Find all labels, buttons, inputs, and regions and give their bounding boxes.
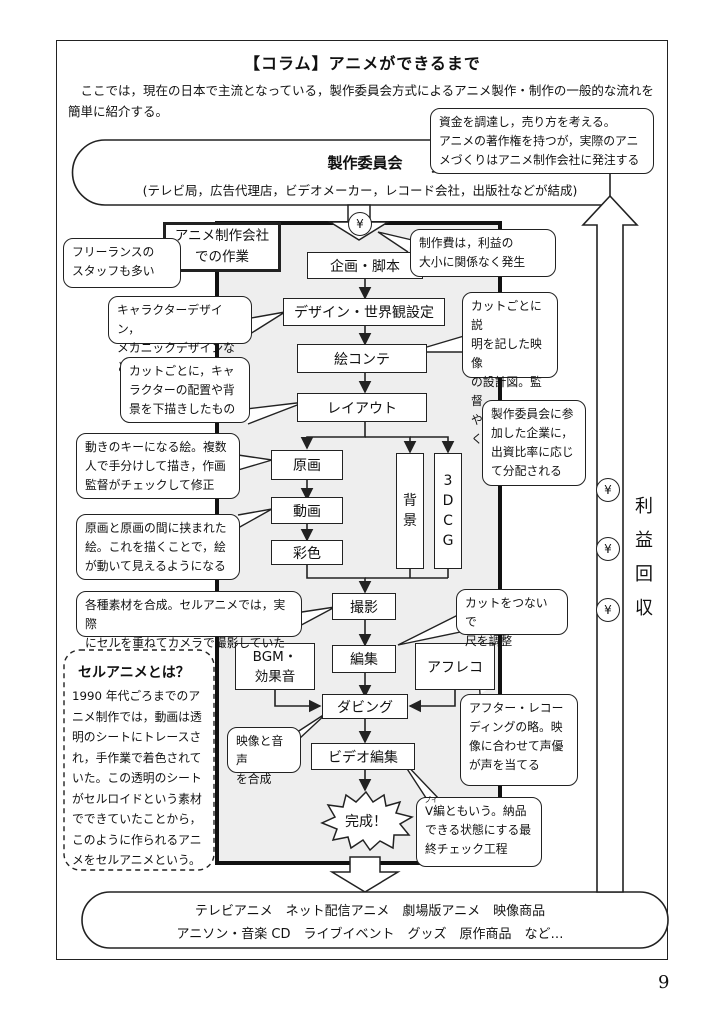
- profit-label: 利 益 回 収: [635, 496, 653, 619]
- step-3dcg: 3 D C G: [434, 453, 462, 569]
- storyboard-note: カットごとに説 明を記した映像 の設計図。監督 や演出家が書く: [462, 292, 558, 446]
- step-afureco: アフレコ: [415, 643, 495, 690]
- page-frame: [56, 40, 668, 960]
- key-animation-note: 動きのキーになる絵。複数 人で手分けして描き，作画 監督がチェックして修正: [76, 433, 240, 499]
- step-storyboard: 絵コンテ: [297, 344, 427, 373]
- step-bgm: BGM・ 効果音: [235, 643, 315, 690]
- step-design: デザイン・世界観設定: [283, 298, 445, 326]
- committee-members: (テレビ局，広告代理店，ビデオメーカー，レコード会社，出版社などが結成): [142, 183, 578, 198]
- afureco-note: アフター・レコー ディングの略。映 像に合わせて声優 が声を当てる: [460, 694, 578, 786]
- step-background: 背 景: [396, 453, 424, 569]
- committee-title: 製作委員会: [327, 154, 403, 172]
- cel-note-frame: [63, 649, 215, 871]
- inbetween-note: 原画と原画の間に挟まれた 絵。これを描くことで，絵 が動いて見えるようになる: [76, 514, 240, 580]
- money-bag-icon: ¥: [348, 212, 372, 236]
- step-layout: レイアウト: [297, 393, 427, 422]
- page-number: 9: [658, 972, 670, 993]
- step-coloring: 彩色: [271, 540, 343, 565]
- output-band: [81, 891, 669, 949]
- step-dubbing: ダビング: [322, 694, 408, 719]
- dubbing-note: 映像と音声 を合成: [227, 727, 301, 786]
- design-note: キャラクターデザイン， メカニックデザインなど: [108, 296, 252, 374]
- step-planning: 企画・脚本: [307, 252, 423, 279]
- cost-note: 制作費は，利益の 大小に関係なく発生: [410, 229, 556, 277]
- committee-note: 資金を調達し，売り方を考える。 アニメの著作権を持つが，実際のアニメづくりはアニ…: [430, 108, 654, 174]
- step-inbetween: 動画: [271, 497, 343, 524]
- cel-note-body: 1990 年代ごろまでのアニメ制作では，動画は透明のシートにトレースされ，手作業…: [72, 689, 202, 867]
- step-complete: 完成！: [345, 814, 387, 830]
- editing-note: カットをつないで 尺を調整: [456, 589, 568, 648]
- cel-note-title: セルアニメとは？: [78, 665, 190, 681]
- output-arrow: [329, 856, 401, 893]
- studio-label: アニメ制作会社 での作業: [163, 222, 281, 272]
- step-video-edit: ビデオ編集: [311, 743, 415, 770]
- outputs-line-1: テレビアニメ ネット配信アニメ 劇場版アニメ 映像商品: [194, 904, 546, 919]
- layout-note: カットごとに，キャ ラクターの配置や背 景を下描きしたもの: [120, 357, 250, 423]
- page-title: 【コラム】アニメができるまで: [244, 54, 481, 73]
- outputs-line-2: アニソン・音楽 CD ライブイベント グッズ 原作商品 など…: [176, 927, 564, 942]
- money-bag-icon-2: ¥: [596, 537, 620, 561]
- money-bag-icon-3: ¥: [596, 598, 620, 622]
- intro-text: ここでは，現在の日本で主流となっている，製作委員会方式によるアニメ製作・制作の一…: [68, 83, 654, 119]
- video-edit-ruby: ブイ: [424, 796, 438, 804]
- photography-note: 各種素材を合成。セルアニメでは，実際 にセルを重ねてカメラで撮影していた: [76, 591, 302, 650]
- freelance-note: フリーランスの スタッフも多い: [63, 238, 181, 288]
- complete-burst: [320, 790, 414, 852]
- profit-share-note: 製作委員会に参 加した企業に， 出資比率に応じ て分配される: [482, 400, 586, 486]
- step-editing: 編集: [332, 645, 396, 673]
- money-bag-icon-1: ¥: [596, 478, 620, 502]
- video-edit-note: V編ともいう。納品 できる状態にする最 終チェック工程: [416, 797, 542, 867]
- step-photography: 撮影: [332, 593, 396, 620]
- step-key-animation: 原画: [271, 450, 343, 480]
